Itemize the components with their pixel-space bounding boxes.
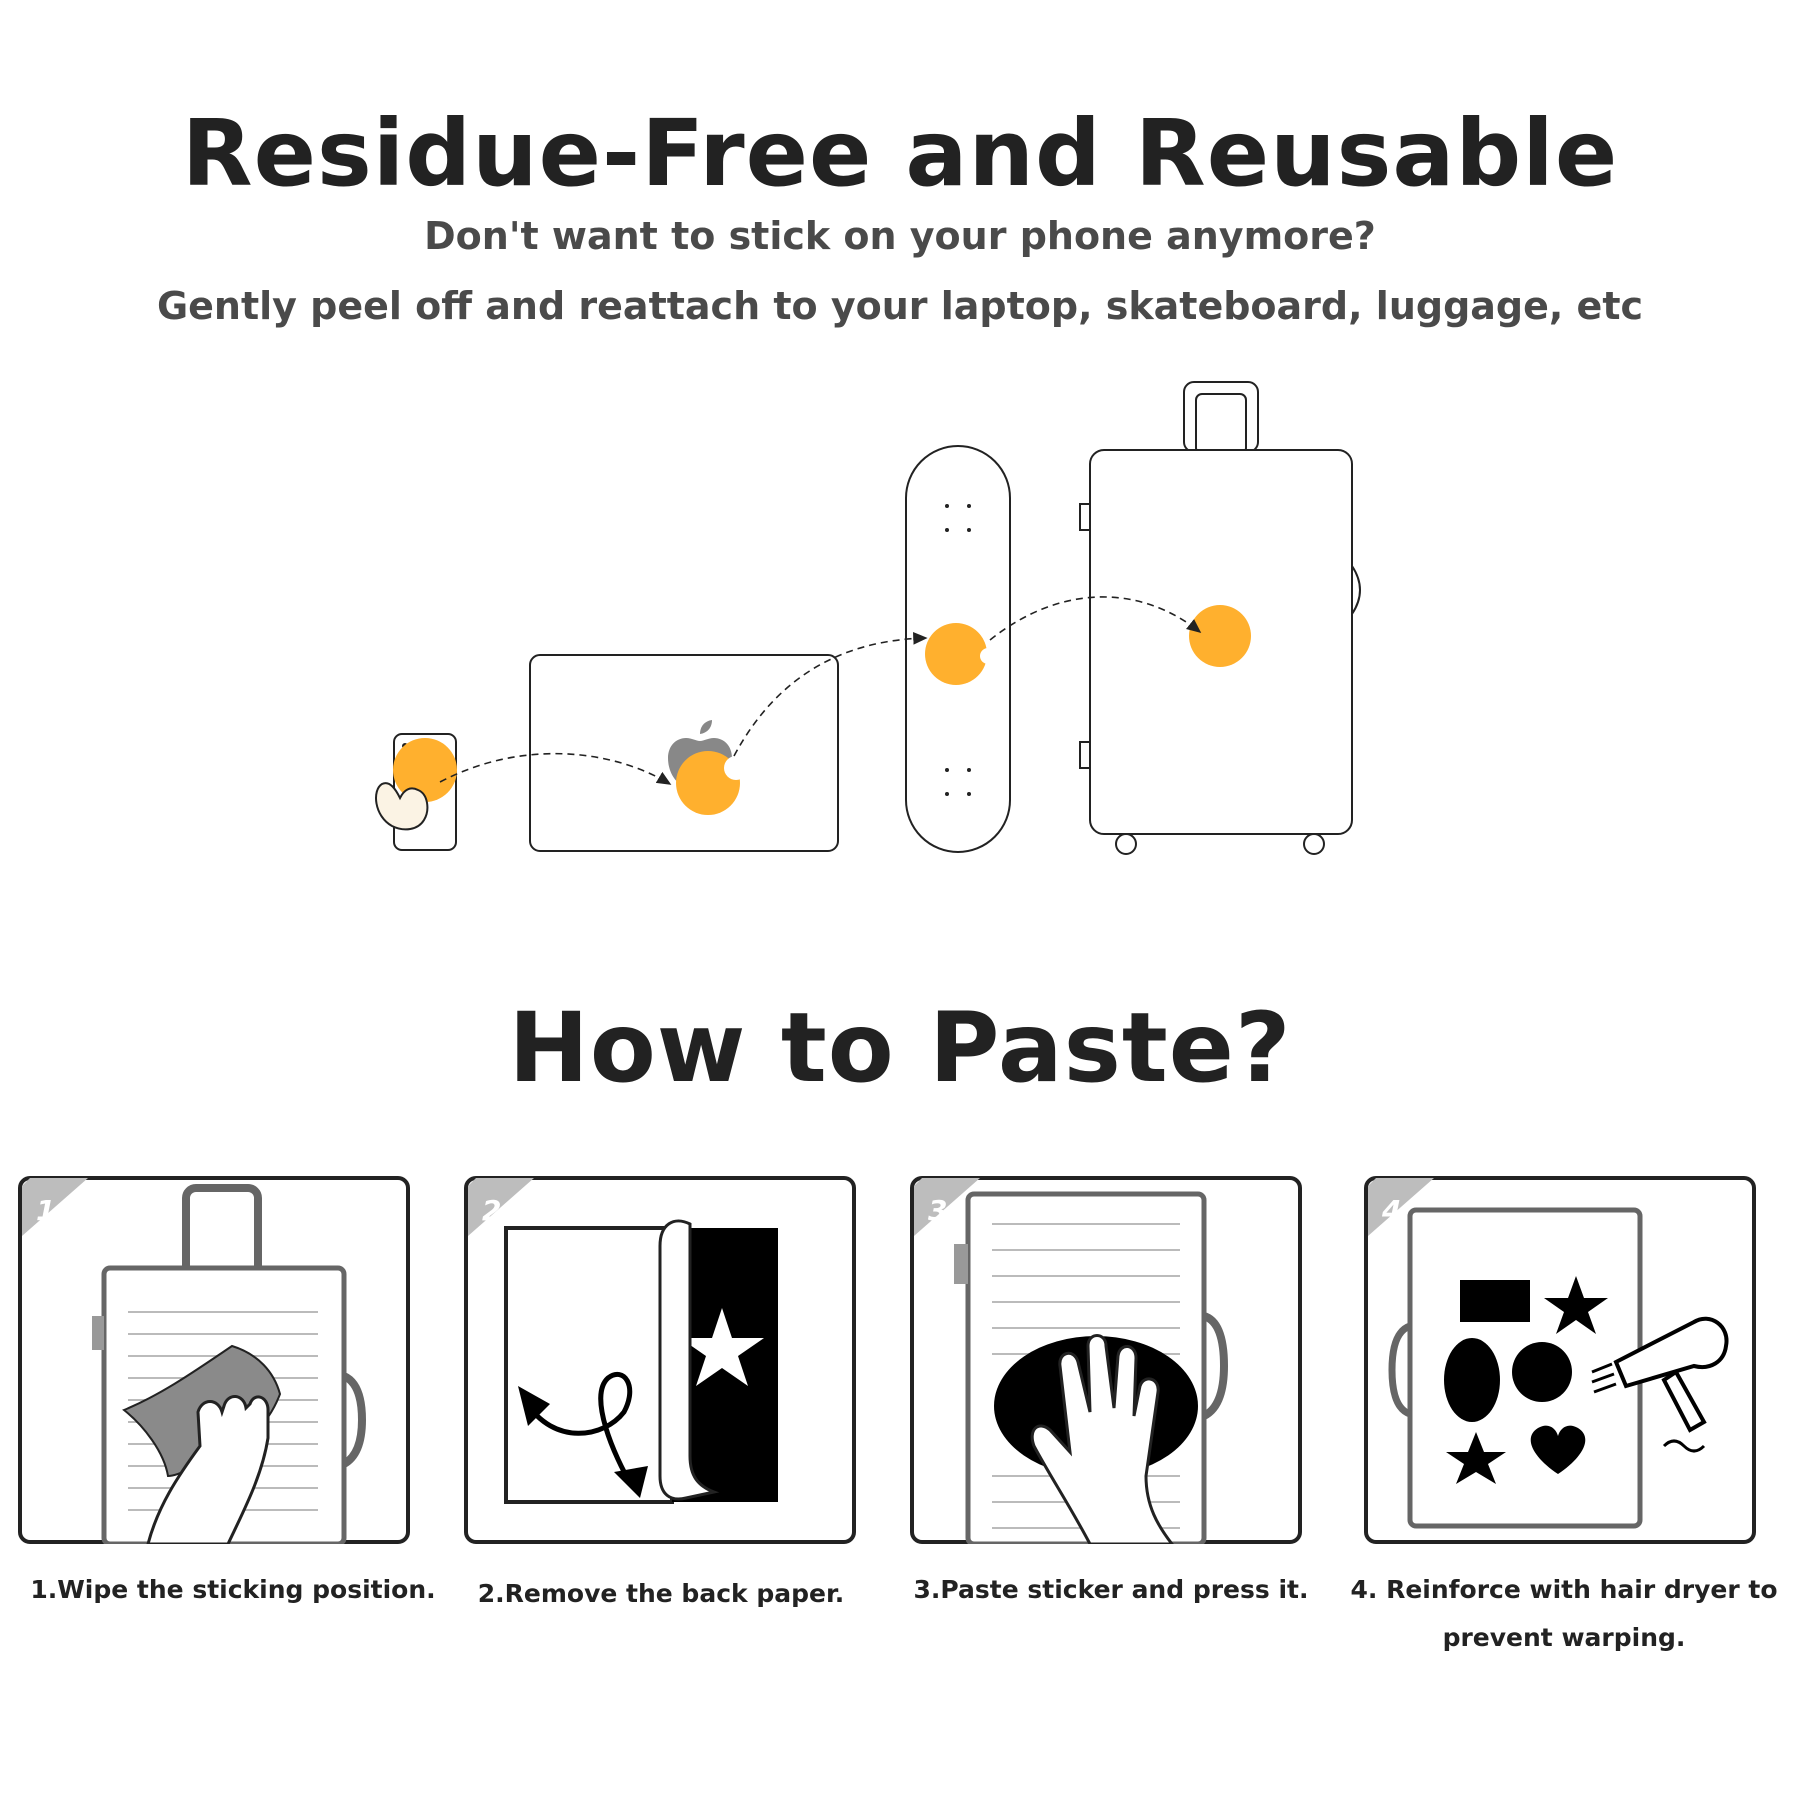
trajectory-arrow <box>733 631 928 757</box>
step-3-caption: 3.Paste sticker and press it. <box>913 1575 1309 1604</box>
hair-dryer-icon <box>1388 1207 1729 1529</box>
subtitle-description: Gently peel off and reattach to your lap… <box>156 284 1644 328</box>
step-number: 1 <box>36 1194 55 1227</box>
press-sticker-icon <box>954 1191 1229 1544</box>
sticker-dot <box>676 751 740 815</box>
step-badge <box>22 1178 88 1236</box>
step-number: 3 <box>928 1194 947 1227</box>
sticker-dot <box>925 623 987 685</box>
wipe-luggage-icon <box>92 1184 367 1544</box>
luggage-icon <box>1079 381 1361 855</box>
step-4-panel: 4 <box>1364 1176 1756 1544</box>
step-1-caption: 1.Wipe the sticking position. <box>30 1575 436 1604</box>
sticker-dot <box>393 738 457 802</box>
step-2-caption: 2.Remove the back paper. <box>477 1579 845 1608</box>
step-4-caption: 4. Reinforce with hair dryer to prevent … <box>1350 1575 1778 1652</box>
subtitle-question: Don't want to stick on your phone anymor… <box>424 214 1376 258</box>
transfer-illustration <box>375 381 1361 855</box>
page-title: Residue-Free and Reusable <box>181 100 1619 207</box>
step-3-panel: 3 <box>910 1176 1302 1544</box>
section-title: How to Paste? <box>508 992 1292 1104</box>
skateboard-icon <box>905 445 1011 853</box>
sticker-dot <box>1189 605 1251 667</box>
step-badge <box>914 1178 980 1236</box>
step-number: 2 <box>482 1194 501 1227</box>
step-1-panel: 1 <box>18 1176 410 1544</box>
step-number: 4 <box>1381 1194 1401 1227</box>
step-2-panel: 2 <box>464 1176 856 1544</box>
step-badge <box>468 1178 534 1236</box>
peel-back-paper-icon <box>504 1219 778 1504</box>
phone-icon <box>375 733 457 851</box>
step-badge <box>1368 1178 1434 1236</box>
laptop-icon <box>529 654 839 852</box>
